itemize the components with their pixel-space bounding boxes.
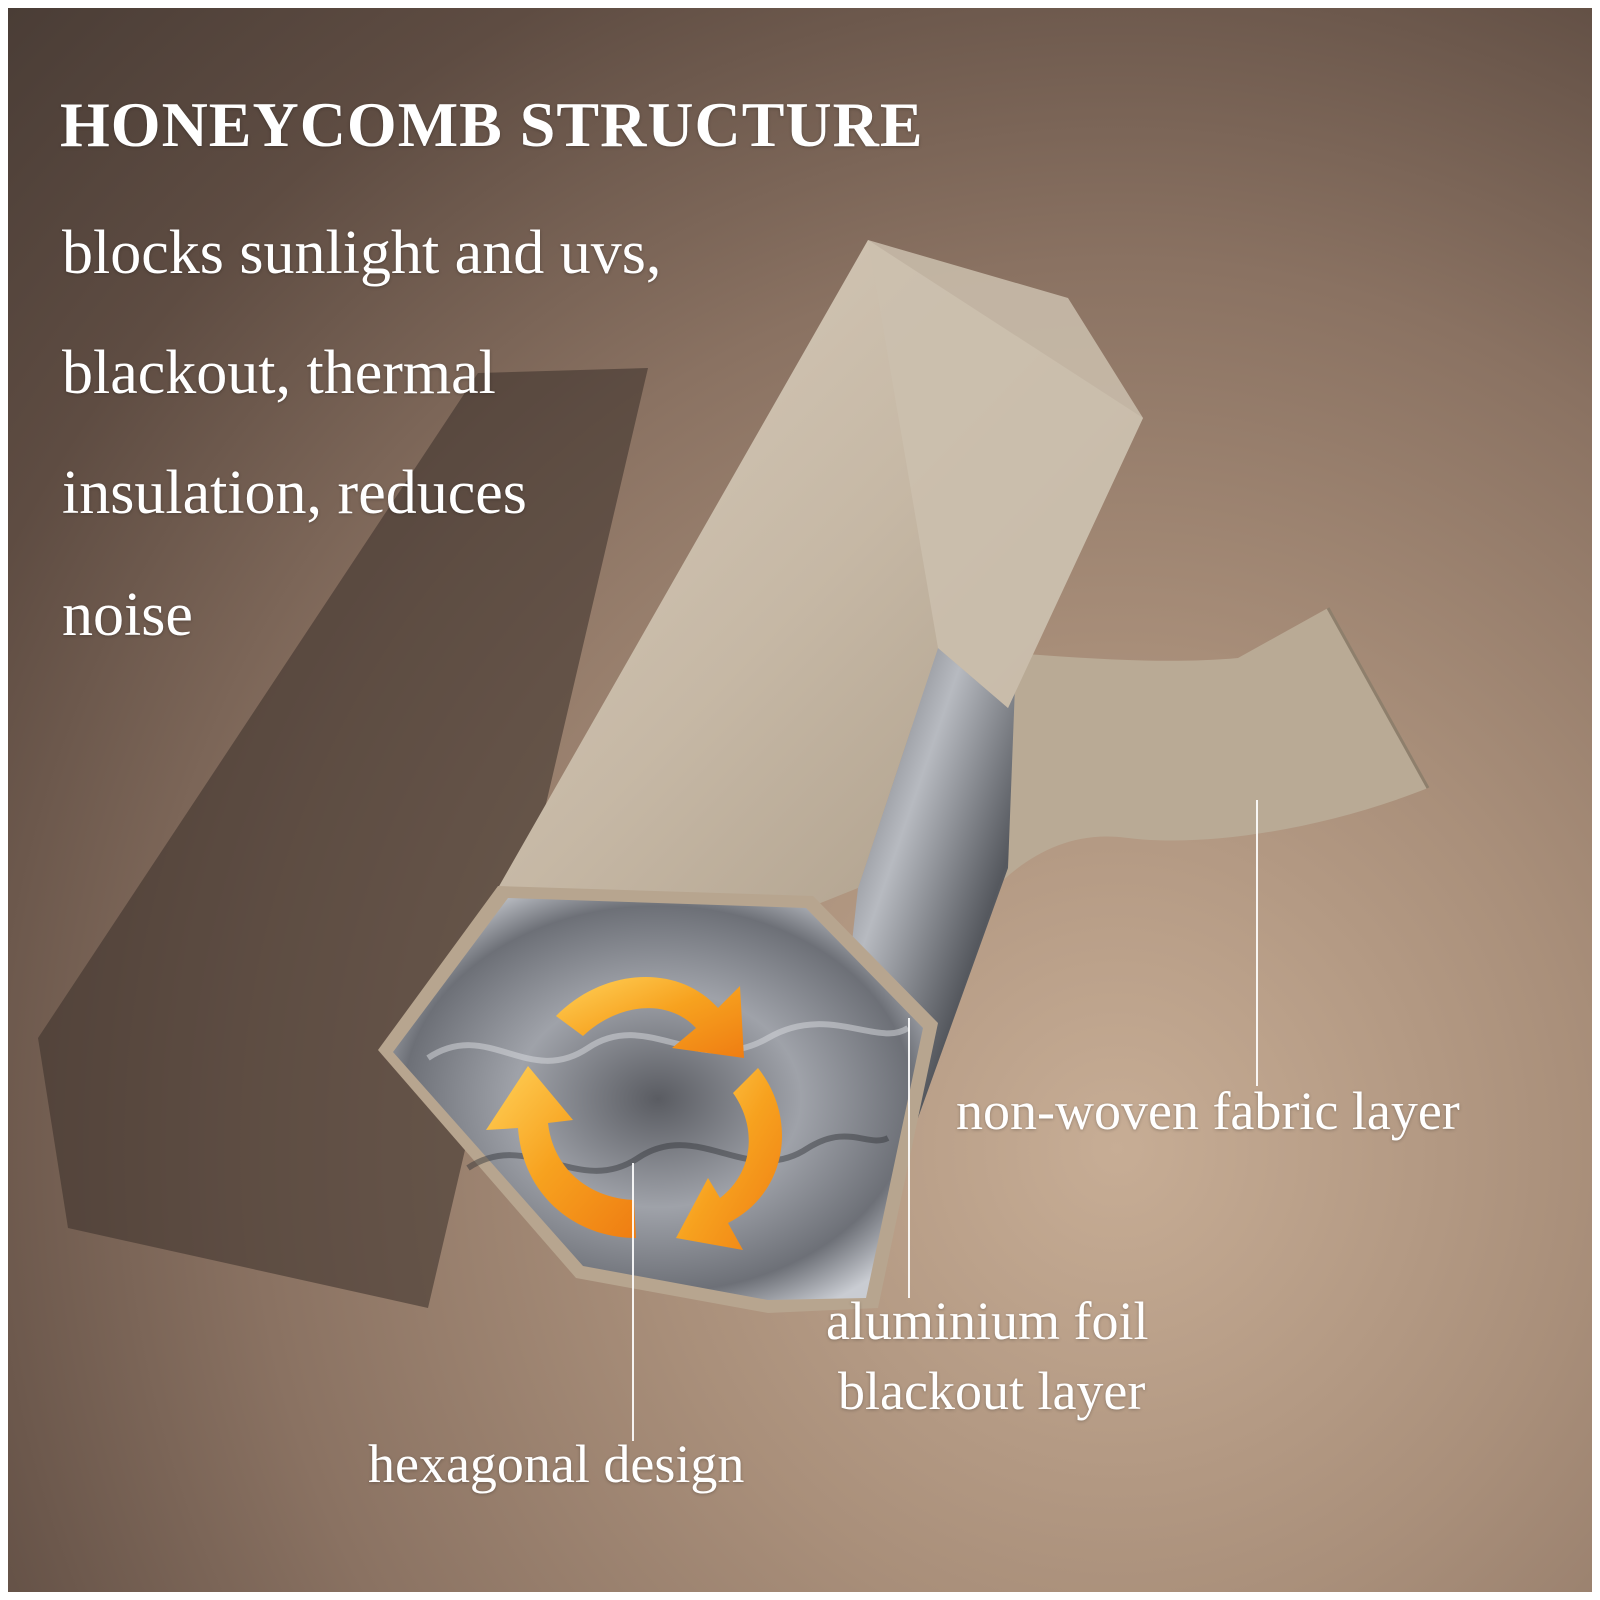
description-line: noise [62,581,193,649]
fabric-right-face [868,240,1143,708]
description-line: blocks sunlight and uvs, [62,219,662,287]
circulation-arrows-icon [486,976,782,1250]
arrow-top [556,976,744,1058]
fabric-strip [908,608,1428,918]
honeycomb-cell-illustration [38,240,1430,1313]
product-scene: HONEYCOMB STRUCTURE blocks sunlight and … [8,8,1592,1592]
foil-interior [393,898,923,1300]
fabric-leader-line [1256,800,1258,1086]
hex-leader-line [632,1163,634,1441]
cast-shadow [38,368,648,1308]
foil-layer-label-line2: blackout layer [838,1361,1146,1421]
headline: HONEYCOMB STRUCTURE [60,89,924,160]
fabric-layer-label: non-woven fabric layer [956,1081,1460,1141]
hexagonal-design-label: hexagonal design [368,1434,745,1494]
fabric-strip-edge [1326,607,1430,789]
description-line: insulation, reduces [62,459,527,527]
foil-layer-label: aluminium foil [826,1291,1149,1351]
arrow-left [486,1066,636,1238]
description-line: blackout, thermal [62,339,496,407]
foil-leader-line [908,1018,910,1298]
arrow-right [676,1068,782,1250]
foil-ripple [426,1021,910,1064]
